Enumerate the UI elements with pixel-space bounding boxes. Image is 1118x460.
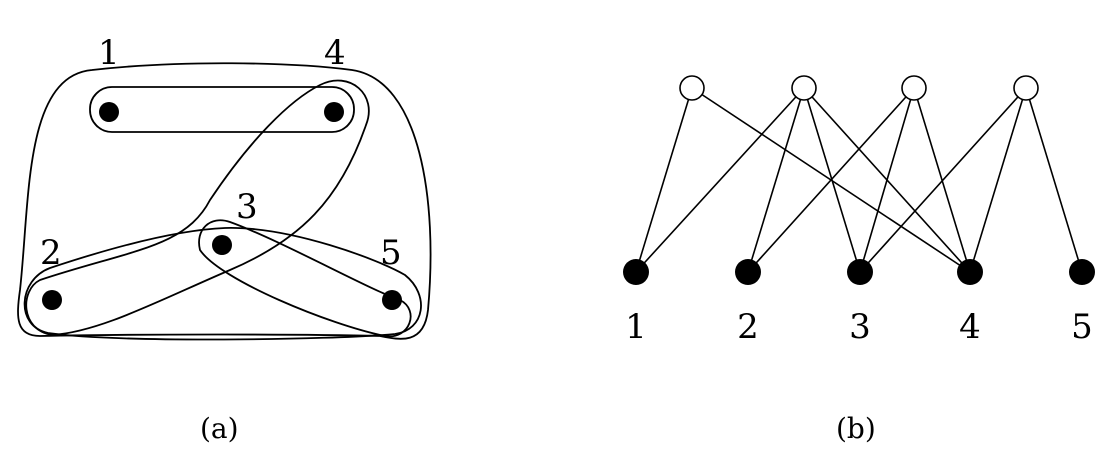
vertex-node-5 xyxy=(1069,259,1095,285)
hyperedge-node-2 xyxy=(791,75,817,101)
vertex-2 xyxy=(42,290,62,310)
edge-3-2 xyxy=(747,87,915,273)
edge-1-1 xyxy=(635,87,693,273)
hyperedge-nodes xyxy=(679,75,1039,101)
vertex-node-label-4: 4 xyxy=(959,307,981,347)
hyperedge-2-3-4 xyxy=(25,79,370,336)
vertex-4 xyxy=(324,102,344,122)
vertex-node-label-2: 2 xyxy=(737,307,759,347)
edge-3-3 xyxy=(859,87,915,273)
vertex-1 xyxy=(99,102,119,122)
vertex-node-4 xyxy=(957,259,983,285)
hyperedge-2-3-5 xyxy=(23,227,422,341)
panel-a: 1 4 3 2 5 (a) xyxy=(17,33,432,445)
label-2: 2 xyxy=(40,233,62,273)
vertex-node-1 xyxy=(623,259,649,285)
caption-a: (a) xyxy=(200,412,239,445)
label-1: 1 xyxy=(98,33,120,73)
vertex-nodes xyxy=(623,259,1095,285)
label-5: 5 xyxy=(380,233,402,273)
vertex-node-3 xyxy=(847,259,873,285)
vertex-3 xyxy=(212,235,232,255)
vertex-node-label-3: 3 xyxy=(849,307,871,347)
edge-4-3 xyxy=(859,87,1027,273)
label-3: 3 xyxy=(236,187,258,227)
edge-4-5 xyxy=(1025,87,1083,273)
hyperedge-node-3 xyxy=(901,75,927,101)
hyperedge-node-4 xyxy=(1013,75,1039,101)
vertex-node-label-1: 1 xyxy=(625,307,647,347)
vertex-node-label-5: 5 xyxy=(1071,307,1093,347)
edge-2-1 xyxy=(635,87,805,273)
caption-b: (b) xyxy=(836,412,876,445)
bipartite-edges xyxy=(635,87,1083,273)
vertex-node-2 xyxy=(735,259,761,285)
label-4: 4 xyxy=(324,33,346,73)
panel-b: 1 2 3 4 5 (b) xyxy=(623,75,1095,445)
vertex-5 xyxy=(382,290,402,310)
edge-2-2 xyxy=(747,87,805,273)
edge-4-4 xyxy=(969,87,1027,273)
hyperedge-node-1 xyxy=(679,75,705,101)
vertex-labels: 1 2 3 4 5 xyxy=(625,307,1093,347)
hyperedge-1-4 xyxy=(89,86,355,133)
